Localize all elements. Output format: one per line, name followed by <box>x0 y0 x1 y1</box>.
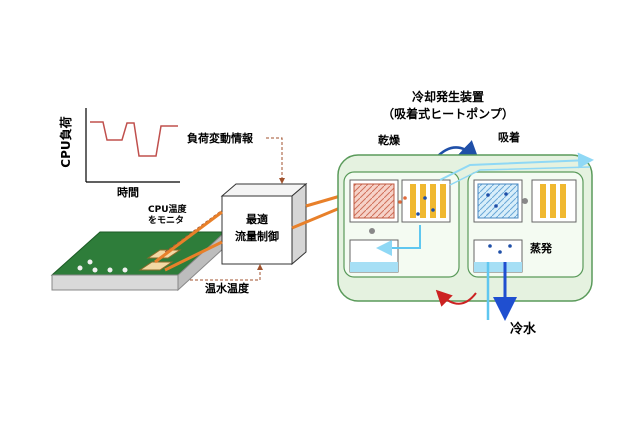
cooling-arrow-icon <box>435 289 477 307</box>
adsorption-heat-pump: 蒸発 <box>337 154 593 302</box>
hot-water-temp-link <box>190 264 263 281</box>
load-line <box>90 121 178 157</box>
cpu-temp-label-2: をモニタ <box>148 214 184 226</box>
time-label: 時間 <box>117 185 139 199</box>
controller-label-2: 流量制御 <box>235 229 279 243</box>
hot-water-temp-label: 温水温度 <box>205 281 250 295</box>
drying-label: 乾燥 <box>378 133 401 147</box>
adsorption-label: 吸着 <box>498 130 520 144</box>
cooling-water-out-2 <box>449 166 591 186</box>
cpu-load-graph: CPU負荷 時間 <box>58 108 180 199</box>
pipe-board-top <box>154 210 223 264</box>
controller-label-1: 最適 <box>246 212 268 226</box>
flow-controller-box: 最適 流量制御 <box>220 182 308 266</box>
evaporation-label: 蒸発 <box>530 241 553 255</box>
device-title-2: （吸着式ヒートポンプ） <box>382 106 514 121</box>
load-info-link <box>266 137 285 184</box>
cold-water-label: 冷水 <box>510 321 537 337</box>
circuit-board <box>50 230 227 292</box>
cpu-load-label: CPU負荷 <box>58 116 73 167</box>
load-info-label: 負荷変動情報 <box>187 131 254 145</box>
pipe-board-bottom <box>164 240 223 272</box>
cooling-water-out <box>439 152 594 181</box>
device-title-1: 冷却発生装置 <box>412 89 484 104</box>
cpu-temp-label-1: CPU温度 <box>148 203 188 215</box>
cold-pipe-inner <box>376 225 421 256</box>
